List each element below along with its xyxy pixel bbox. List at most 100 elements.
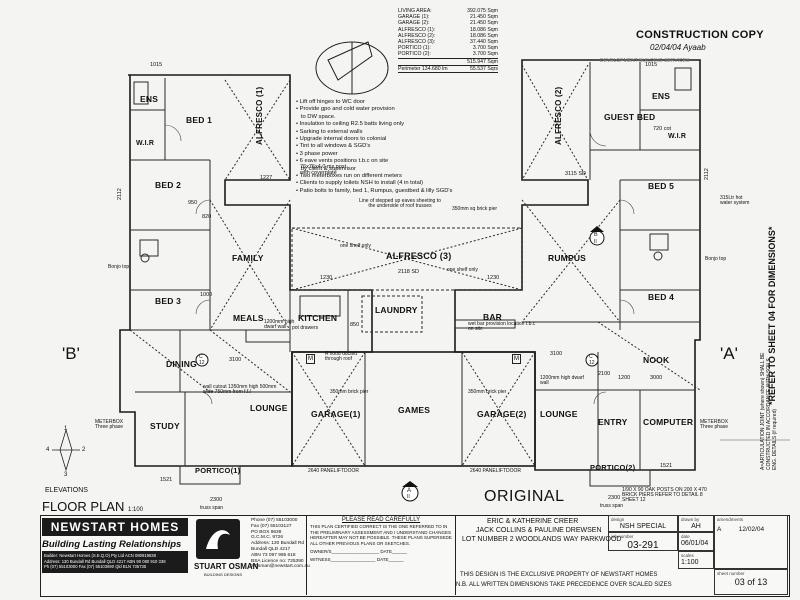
builder-details: Builder: Newstart Homes (S.E.Q.O) Pty Lt… [42, 551, 188, 573]
brick-pier-right: 350mm brick pier [468, 389, 507, 395]
area-row: GARAGE (2): 21.450 Sqm [398, 20, 498, 26]
dim-1015: 1015 [150, 62, 163, 68]
area-label: LIVING AREA: [398, 8, 432, 14]
one-shelf-note-1: one shelf only [340, 243, 371, 249]
area-label: ALFRESCO (2): [398, 32, 436, 39]
dev-services-strip: DEVELOPMENT BUILDING SERVICES [600, 58, 690, 64]
room-alfresco2: ALFRESCO (2) [554, 86, 563, 145]
drawn-by-label: drawn by [681, 517, 700, 522]
original-label: ORIGINAL [484, 488, 565, 505]
note-line: • Upgrade internal doors to colonial [296, 136, 387, 143]
area-label: GARAGE (2): [398, 20, 430, 27]
compass-icon [52, 428, 80, 472]
dim-3100-r: 3100 [550, 351, 563, 357]
amendments-cell: amendments A 12/02/04 [714, 515, 788, 569]
note-line: • Patio bolts to family, bed 1, Rumpus, … [296, 187, 453, 194]
area-row: GARAGE (1): 21.450 Sqm [398, 14, 498, 20]
dim-850: 850 [350, 322, 360, 328]
eaves-step-note: Line of stepped up eaves sheeting to the… [359, 198, 441, 209]
truss-span-right: truss span [600, 503, 624, 509]
room-kitchen: KITCHEN [298, 313, 338, 323]
section-marker-b: B [594, 232, 598, 238]
dim-1521-l: 1521 [160, 477, 173, 483]
area-value: 21.450 Sqm [470, 20, 498, 27]
room-lounge-left: LOUNGE [250, 403, 288, 413]
room-bed1: BED 1 [186, 115, 213, 125]
design-value: NSH SPECIAL [619, 523, 667, 530]
amendment-letter: A [717, 526, 721, 533]
dim-720: 720 cot [653, 126, 672, 132]
area-row: PORTICO (2):3.700 Sqm [398, 51, 498, 57]
area-row: ALFRESCO (2):18.086 Sqm [398, 33, 498, 39]
note-line: • Sarking to external walls [296, 128, 363, 135]
note-line: • Insulation to ceiling R2.5 batts livin… [296, 121, 405, 128]
room-garage2: GARAGE(2) [477, 409, 527, 419]
section-marker-a: A [407, 488, 412, 494]
section-marker-12-left: 12 [199, 360, 205, 366]
amendments-label: amendments [717, 517, 744, 522]
wall-cutout-note: wall cutout 1350mm high 500mm wide 750mm… [203, 384, 277, 395]
room-alfresco1: ALFRESCO (1) [255, 86, 264, 145]
disclaimer-box: PLEASE READ CAREFULLY THIS PLAN CERTIFIE… [306, 515, 456, 595]
builder-details-2: Address: 130 Bundall Rd Bundall QLD 4217… [44, 558, 166, 564]
room-family: FAMILY [232, 253, 264, 263]
area-value: 3.700 Sqm [472, 45, 498, 52]
compass-label-3: 3 [64, 472, 68, 478]
bonjo-top-right: Bonjo top [705, 256, 727, 262]
area-value: 18.086 Sqm [470, 26, 498, 33]
scale-cell: scales 1:100 [678, 551, 714, 569]
dim-1000: 1000 [200, 292, 213, 298]
room-bed3: BED 3 [155, 296, 182, 306]
designer-bsa: BSA Licence no: 725390 [251, 558, 304, 564]
client-line-2: JACK COLLINS & PAULINE DREWSEN [476, 527, 602, 534]
design-label: design [611, 517, 625, 522]
designer-po: PO BOX 9638 [251, 529, 282, 535]
area-label: GARAGE (1): [398, 14, 430, 21]
room-nook: NOOK [643, 355, 670, 365]
construction-copy-stamp: CONSTRUCTION COPY [636, 29, 764, 41]
compass-label-2: 2 [82, 447, 86, 453]
disclaimer-heading: PLEASE READ CAREFULLY [341, 517, 421, 523]
builder-details-3: Ph (07) 55103000 Fax (07) 55103690 Qld B… [44, 564, 147, 569]
panelift-right: 2640 PANELIFTDOOR [470, 468, 522, 474]
room-meals: MEALS [233, 313, 264, 323]
dim-1230-l: 1230 [320, 275, 333, 281]
room-bed4: BED 4 [648, 292, 675, 302]
refer-sheet-note: *REFER TO SHEET 04 FOR DIMENSIONS* [767, 226, 777, 405]
compass-label-4: 4 [46, 447, 50, 453]
post-note: 76x76x4.0 ms post with coverplate [300, 164, 347, 176]
area-value: 55.537 Sqrs [470, 65, 498, 72]
area-value: 515.947 Sqm [467, 58, 498, 65]
dim-1015-r: 1015 [645, 62, 658, 68]
dim-3115: 3115 SD [565, 171, 586, 177]
dim-2300-l: 2300 [210, 497, 223, 503]
elevation-marker-a: 'A' [720, 344, 738, 363]
area-value: 21.450 Sqm [470, 14, 498, 21]
meter-m-right: M [512, 354, 521, 364]
sheet-number-cell: sheet number 03 of 13 [714, 569, 788, 595]
drawn-by-value: AH [691, 523, 701, 530]
room-study: STUDY [150, 421, 180, 431]
section-marker-c-right: C [589, 354, 593, 360]
area-row: ALFRESCO (3):37.440 Sqm [398, 39, 498, 45]
bonjo-top-left: Bonjo top [108, 264, 130, 270]
area-row: PORTICO (1):3.700 Sqm [398, 45, 498, 51]
scale-value: 1:100 [681, 559, 699, 566]
room-lounge-right: LOUNGE [540, 409, 578, 419]
note-line: • Two meterboxes run on different meters [296, 173, 402, 180]
amendment-date: 12/02/04 [738, 526, 765, 533]
designer-name: STUART OSMAN [194, 562, 259, 571]
designer-gcmc: G.C.M.C. 9726 [251, 535, 283, 541]
stamp-note: 02/04/04 Ayaab [650, 43, 706, 52]
designer-phone: Phone (07) 55103000 [251, 518, 298, 523]
floor-plan-title: FLOOR PLAN 1:100 [42, 499, 143, 514]
room-games: GAMES [398, 405, 431, 415]
date-label-1: DATE [380, 549, 392, 554]
note-line: by client & supervisor [296, 165, 356, 172]
sheet-number-value: 03 of 13 [734, 577, 768, 587]
design-cell: design NSH SPECIAL [608, 515, 678, 532]
room-entry: ENTRY [598, 417, 628, 427]
